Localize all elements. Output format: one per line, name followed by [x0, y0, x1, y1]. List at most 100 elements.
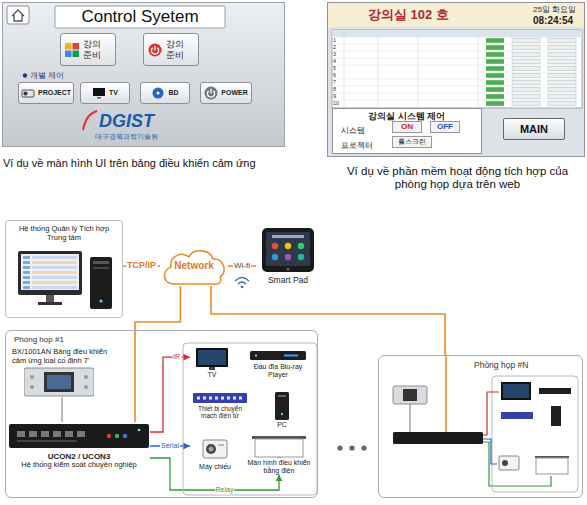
- node-text: POWER: [221, 89, 247, 97]
- illustration-part: [272, 243, 278, 249]
- illustration-part: [486, 87, 504, 92]
- node-text: Màn hình điều khiển bằng điện: [246, 459, 312, 474]
- illustration-part: [90, 257, 112, 309]
- row-number: 5: [333, 65, 336, 72]
- illustration-part: [46, 295, 54, 302]
- illustration-part: [221, 397, 224, 400]
- illustration-part: [502, 460, 508, 466]
- illustration-part: [157, 92, 160, 95]
- illustration-part: [512, 94, 540, 99]
- illustration-part: [198, 350, 226, 365]
- illustration-part: [83, 111, 97, 130]
- button-icon: [151, 87, 165, 99]
- node-text: TV: [190, 371, 234, 379]
- row-number: 8: [333, 86, 336, 93]
- rack-illustration: [9, 422, 149, 450]
- illustration-part: [548, 52, 576, 57]
- illustration-part: [539, 388, 571, 394]
- illustration-part: [266, 232, 310, 266]
- illustration-part: [486, 52, 504, 57]
- pc-device: PC: [262, 392, 302, 429]
- illustration-part: [285, 243, 291, 249]
- illustration-part: [284, 355, 298, 357]
- illustration-part: [12, 10, 24, 21]
- illustration-part: [512, 59, 540, 64]
- illustration-part: [218, 444, 224, 446]
- touch-panel: BX/1001AN Bảng điều khiển cảm ứng loại c…: [12, 348, 112, 397]
- illustration-part: [285, 254, 291, 260]
- illustration-part: [548, 45, 576, 50]
- room-title: 강의실 102 호: [368, 8, 449, 23]
- illustration-part: [536, 458, 568, 474]
- caption: Ví dụ về màn hình UI trên bảng điều khiể…: [3, 157, 287, 170]
- illustration-part: [332, 44, 582, 45]
- on-button: ON: [392, 121, 422, 133]
- illustration-part: [250, 351, 306, 360]
- illustration-part: [344, 30, 345, 107]
- illustration-part: [32, 276, 77, 279]
- illustration-part: [548, 59, 576, 64]
- button-icon: [204, 86, 218, 100]
- illustration-part: [298, 243, 304, 249]
- illustration-part: [209, 367, 215, 370]
- illustration-part: [21, 254, 79, 290]
- node-text: PC: [262, 421, 302, 429]
- tv-illustration: [192, 348, 232, 370]
- logo-text: DGIST: [99, 111, 154, 132]
- node-text: BX/1001AN Bảng điều khiển cảm ứng loại c…: [12, 348, 112, 365]
- illustration-part: [332, 30, 582, 108]
- illustration-part: [262, 228, 314, 272]
- tv-device: TV: [190, 348, 234, 379]
- screen-device: Màn hình điều khiển bằng điện: [246, 436, 312, 474]
- row-number: 4: [333, 58, 336, 65]
- illustration-part: [332, 37, 582, 38]
- illustration-part: [378, 30, 379, 107]
- button-icon: [21, 87, 35, 99]
- illustration-part: [548, 94, 576, 99]
- ui-button: PROJECT: [18, 82, 74, 104]
- model-name: UCON2 / UCON3: [8, 452, 150, 461]
- switch-illustration: [193, 392, 247, 404]
- illustration-part: [332, 79, 582, 80]
- illustration-part: [281, 413, 283, 415]
- illustration-part: [23, 92, 27, 96]
- illustration-part: [9, 424, 149, 448]
- illustration-part: [41, 431, 49, 437]
- illustration-part: [503, 384, 529, 398]
- controller-caption: Hệ thống kiểm soát chuyên nghiệp: [8, 461, 150, 470]
- illustration-part: [123, 434, 127, 438]
- node-text: Network: [160, 246, 228, 286]
- illustration-part: [255, 439, 303, 457]
- illustration-part: [18, 251, 82, 295]
- illustration-part: [278, 395, 286, 397]
- section-label: 개별 제어: [30, 71, 64, 80]
- illustration-part: [32, 286, 77, 289]
- illustration-part: [30, 385, 34, 389]
- illustration-part: [492, 376, 578, 492]
- illustration-part: [73, 50, 80, 57]
- row-number: 7: [333, 79, 336, 86]
- button-icon: [148, 43, 162, 57]
- illustration-part: [138, 429, 141, 432]
- illustration-part: [501, 412, 533, 419]
- illustration-part: [211, 89, 212, 93]
- illustration-part: [23, 73, 27, 77]
- off-button: OFF: [430, 121, 460, 133]
- illustration-part: [551, 406, 561, 426]
- illustration-part: [73, 43, 80, 50]
- connector-label: TCP/IP: [126, 261, 157, 271]
- illustration-part: [205, 87, 218, 100]
- illustration-part: [512, 73, 540, 78]
- room-illustration: [379, 356, 582, 497]
- illustration-part: [93, 267, 109, 269]
- illustration-part: [287, 268, 290, 271]
- illustration-part: [17, 440, 77, 442]
- illustration-part: [255, 354, 257, 356]
- illustration-part: [149, 43, 162, 56]
- illustration-part: [332, 100, 582, 101]
- illustration-part: [107, 434, 111, 438]
- network-cloud: Network: [160, 246, 228, 286]
- ui-button: 강의 준비: [60, 33, 116, 66]
- smart-pad: Smart Pad: [256, 226, 320, 286]
